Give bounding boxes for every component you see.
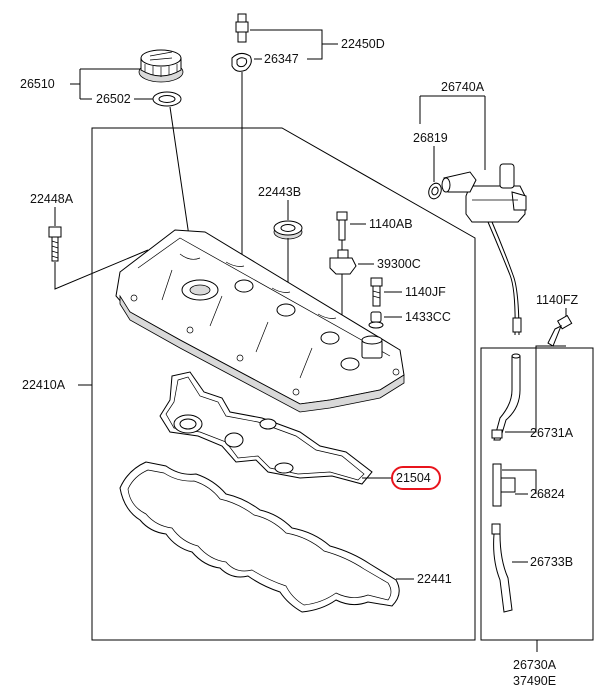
breather-hose-upper-illustration [491, 353, 521, 441]
sensor-illustration [235, 13, 249, 43]
part-label-22410A: 22410A [22, 378, 66, 392]
cylinder-head-cover-frame [91, 127, 476, 641]
leader-26824 [502, 469, 537, 495]
bolt-1140AB-illustration [336, 211, 348, 241]
part-label-26510: 26510 [20, 77, 55, 91]
part-label-26347: 26347 [264, 52, 299, 66]
filler-cap-gasket-illustration [152, 91, 182, 107]
part-label-26733B: 26733B [530, 555, 573, 569]
leader-26510 [70, 68, 140, 100]
plug-tube-gasket-illustration [159, 371, 373, 485]
camshaft-sensor-illustration [329, 249, 357, 275]
highlight-ring-21504[interactable] [391, 466, 441, 490]
breather-reservoir-illustration [441, 163, 527, 223]
washer-illustration [368, 311, 384, 329]
part-label-1140AB: 1140AB [369, 217, 413, 231]
part-label-39300C: 39300C [377, 257, 421, 271]
bolt-illustration [48, 226, 62, 262]
part-label-22448A: 22448A [30, 192, 74, 206]
part-label-26731A: 26731A [530, 426, 574, 440]
leader-26740A [419, 95, 486, 170]
part-label-1140JF: 1140JF [405, 285, 446, 299]
bolt-1140JF-illustration [370, 277, 383, 307]
o-ring-illustration [428, 182, 442, 200]
leader-22450D [250, 29, 338, 60]
leader-22448A-to-cover [54, 249, 149, 290]
part-label-1433CC: 1433CC [405, 310, 451, 324]
part-label-26730A: 26730A [513, 658, 557, 672]
breather-pipe-end [512, 317, 522, 333]
part-label-22441: 22441 [417, 572, 452, 586]
part-label-1140FZ: 1140FZ [536, 293, 579, 307]
breather-pipe-illustration [487, 221, 520, 336]
part-label-37490E: 37490E [513, 674, 556, 688]
sensor-seal-illustration [231, 52, 252, 72]
cover-gasket-illustration [119, 461, 400, 613]
oil-filler-cap-illustration [138, 49, 184, 83]
part-label-26740A: 26740A [441, 80, 485, 94]
hose-clamp-illustration [492, 463, 516, 507]
part-label-21504[interactable]: 21504 [396, 471, 431, 485]
part-label-22443B: 22443B [258, 185, 301, 199]
leader-26731A [505, 345, 566, 433]
part-label-26824: 26824 [530, 487, 565, 501]
part-label-26502: 26502 [96, 92, 131, 106]
part-label-22450D: 22450D [341, 37, 385, 51]
breather-hose-lower-illustration [491, 523, 513, 613]
part-label-26819: 26819 [413, 131, 448, 145]
seal-illustration [273, 220, 303, 240]
bolt-1140FZ-illustration [547, 314, 573, 347]
cylinder-head-cover-illustration [115, 229, 405, 413]
